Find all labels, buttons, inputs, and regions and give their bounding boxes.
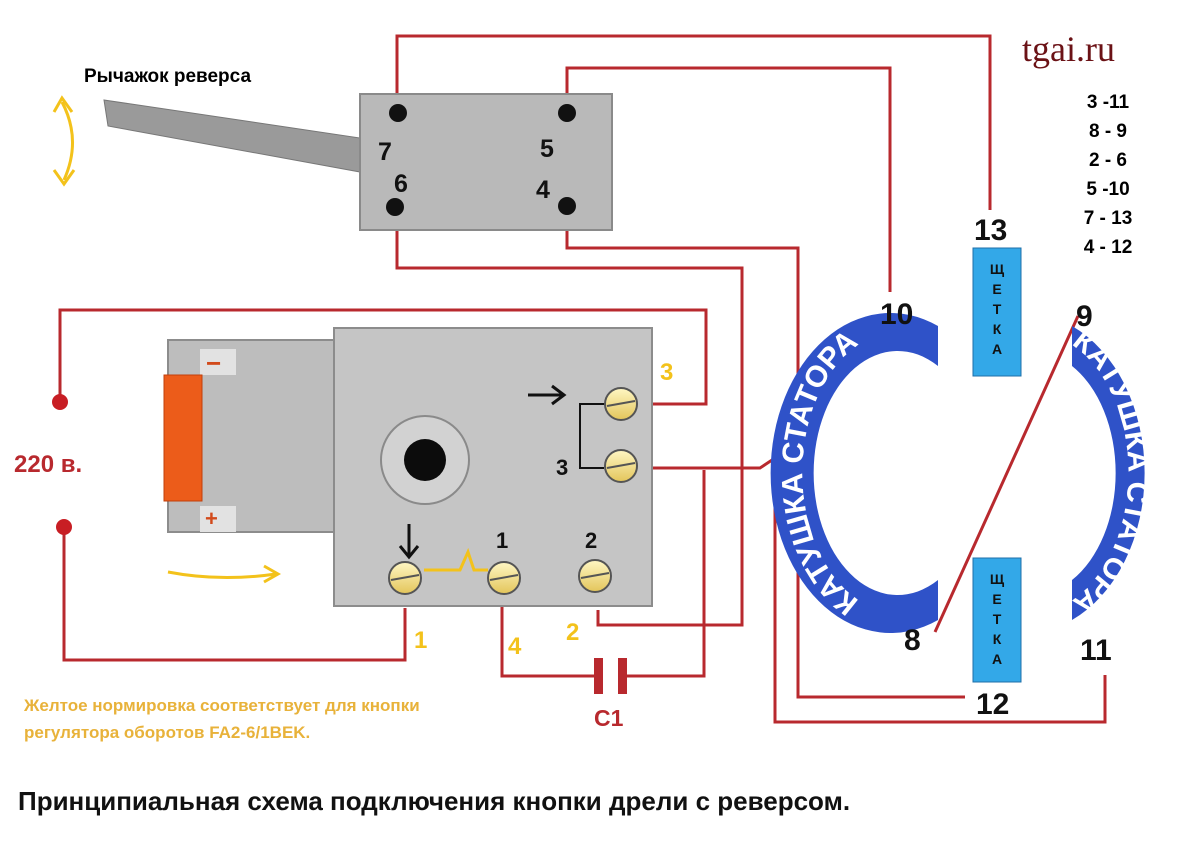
brush-bottom-letter-4: К	[993, 631, 1002, 647]
brush-bottom-letter-2: Е	[992, 591, 1001, 607]
direction-arrow-icon	[167, 564, 282, 584]
reverse-switch	[103, 93, 613, 231]
terminal-10-label: 10	[880, 298, 913, 331]
switch-pin-2-label: 2	[585, 528, 597, 553]
connection-item: 5 -10	[1086, 179, 1130, 200]
power-terminal-top	[52, 394, 68, 410]
arrow-right-icon	[528, 384, 567, 406]
terminal-8-label: 8	[904, 624, 921, 657]
brush-top	[972, 247, 1022, 377]
brush-top-letter-2: Е	[992, 281, 1001, 297]
capacitor-label: С1	[594, 705, 624, 731]
brush-bottom-letter-3: Т	[993, 611, 1002, 627]
stator-coil-right	[1072, 326, 1145, 620]
brush-bottom-letter-1: Щ	[990, 571, 1005, 587]
wire-label-2: 2	[566, 619, 579, 646]
reverse-lever	[103, 99, 361, 173]
switch-pin-3-label: 3	[556, 455, 568, 480]
capacitor	[594, 658, 627, 694]
connection-item: 4 - 12	[1083, 237, 1133, 258]
arrow-down-icon	[398, 524, 420, 560]
terminal-11-label: 11	[1080, 634, 1112, 667]
diagram-title: Принципиальная схема подключения кнопки …	[18, 786, 851, 816]
site-name: tgai.ru	[1022, 29, 1115, 69]
wire-4-12	[565, 210, 965, 699]
wire-label-4: 4	[508, 633, 522, 660]
pin-7-label: 7	[378, 138, 392, 166]
pin-4-label: 4	[536, 176, 550, 204]
stator	[770, 247, 1145, 683]
connection-list: 3 -11 8 - 9 2 - 6 5 -10 7 - 13 4 - 12	[1068, 88, 1148, 262]
wire-5-10	[565, 66, 892, 292]
terminal-13-label: 13	[974, 214, 1007, 247]
speed-switch	[163, 327, 653, 607]
screw-terminals	[388, 387, 638, 595]
stator-coil-left	[770, 313, 938, 633]
wire-7-13	[395, 34, 992, 210]
switch-pin-1-label: 1	[496, 528, 508, 553]
wire-3-11	[650, 455, 1107, 724]
lever-motion-arrow-icon	[60, 101, 74, 181]
wire-220-bottom	[62, 528, 407, 662]
wire-cap-right	[627, 470, 706, 678]
brush-top-letter-5: А	[992, 341, 1002, 357]
terminal-9-label: 9	[1076, 300, 1093, 333]
brush-top-letter-1: Щ	[990, 261, 1005, 277]
brush-bottom	[972, 557, 1022, 683]
wire-label-1: 1	[414, 627, 427, 654]
voltage-label: 220 в.	[14, 451, 82, 478]
pin-6-label: 6	[394, 170, 408, 198]
connection-item: 3 -11	[1086, 92, 1130, 113]
minus-label: −	[206, 348, 221, 378]
orange-contact	[163, 374, 203, 502]
terminal-12-label: 12	[976, 688, 1009, 721]
note: Желтое нормировка соответствует для кноп…	[24, 692, 544, 746]
power-terminal-bottom	[56, 519, 72, 535]
plus-label: +	[205, 506, 218, 531]
brush-top-letter-4: К	[993, 321, 1002, 337]
wire-6-2	[395, 212, 744, 627]
wire-cap-left	[500, 605, 594, 678]
brush-bottom-letter-5: А	[992, 651, 1002, 667]
connection-item: 8 - 9	[1088, 121, 1128, 142]
wire-label-3: 3	[660, 359, 673, 386]
lever-label: Рычажок реверса	[84, 66, 251, 87]
brush-top-letter-3: Т	[993, 301, 1002, 317]
connection-item: 2 - 6	[1088, 150, 1128, 171]
wire-8-9	[933, 315, 1080, 633]
note-line-1: Желтое нормировка соответствует для кноп…	[24, 696, 420, 715]
pin-5-label: 5	[540, 135, 554, 163]
connection-item: 7 - 13	[1083, 208, 1133, 229]
wire-220-top	[58, 308, 708, 406]
note-line-2: регулятора оборотов FA2-6/1BEK.	[24, 723, 311, 742]
wires	[58, 34, 1107, 724]
